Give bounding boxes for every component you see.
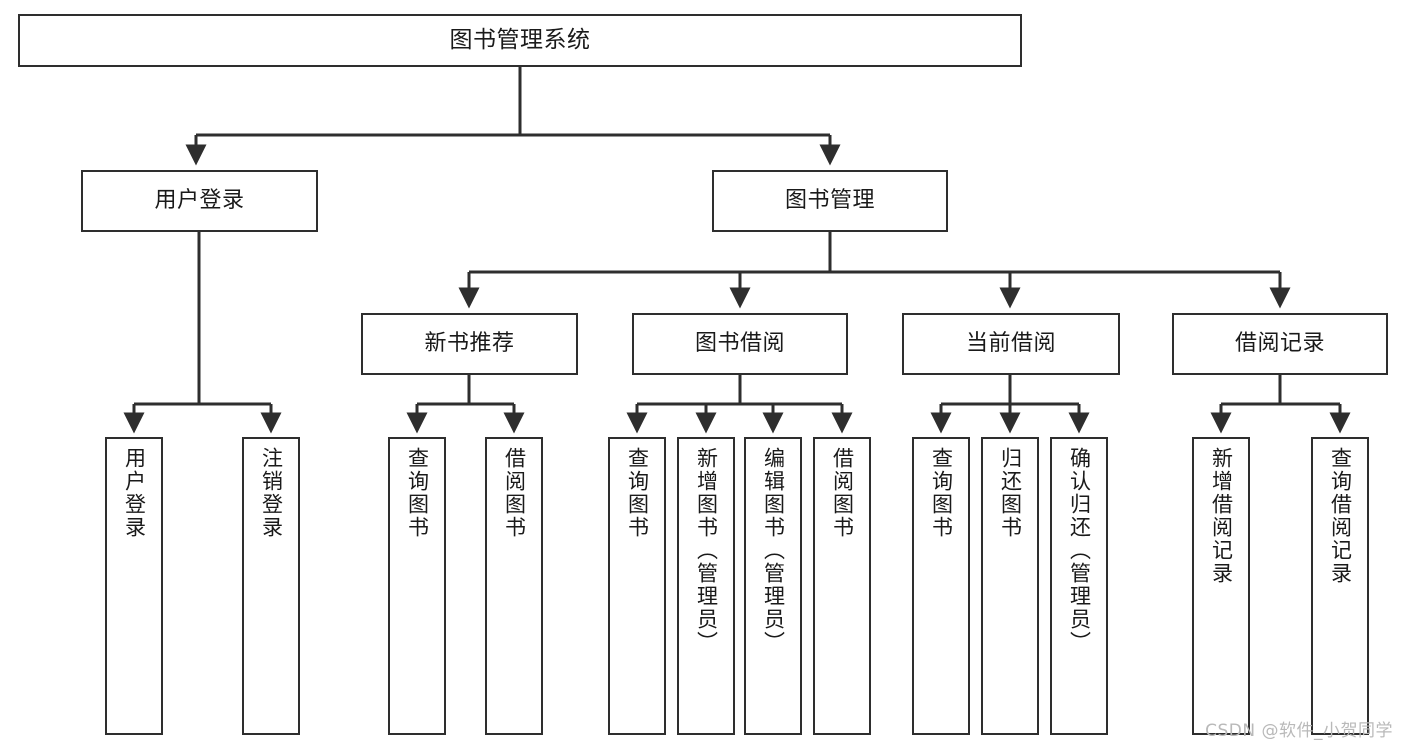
leaf-query-borrow-record[interactable]: 查询借阅记录 <box>1311 437 1369 735</box>
node-book-manage[interactable]: 图书管理 <box>712 170 948 232</box>
node-root-label: 图书管理系统 <box>449 26 591 53</box>
leaf-borrow-book-recommend-label: 借阅图书 <box>502 447 527 539</box>
node-new-book-recommend-label: 新书推荐 <box>424 331 515 357</box>
node-root[interactable]: 图书管理系统 <box>18 14 1022 67</box>
node-user-login[interactable]: 用户登录 <box>81 170 318 232</box>
leaf-query-book-borrow[interactable]: 查询图书 <box>608 437 666 735</box>
leaf-add-book-label: 新增图书（管理员） <box>694 447 719 654</box>
leaf-borrow-book-recommend[interactable]: 借阅图书 <box>485 437 543 735</box>
node-book-borrow[interactable]: 图书借阅 <box>632 313 848 375</box>
leaf-return-book[interactable]: 归还图书 <box>981 437 1039 735</box>
leaf-add-borrow-record[interactable]: 新增借阅记录 <box>1192 437 1250 735</box>
leaf-query-book-current-label: 查询图书 <box>929 447 954 539</box>
node-borrow-record[interactable]: 借阅记录 <box>1172 313 1388 375</box>
node-new-book-recommend[interactable]: 新书推荐 <box>361 313 578 375</box>
node-borrow-record-label: 借阅记录 <box>1234 331 1325 357</box>
leaf-query-borrow-record-label: 查询借阅记录 <box>1328 447 1353 585</box>
node-current-borrow-label: 当前借阅 <box>965 331 1056 357</box>
leaf-add-book[interactable]: 新增图书（管理员） <box>677 437 735 735</box>
leaf-add-borrow-record-label: 新增借阅记录 <box>1209 447 1234 585</box>
leaf-query-book-current[interactable]: 查询图书 <box>912 437 970 735</box>
leaf-logout-login[interactable]: 注销登录 <box>242 437 300 735</box>
node-book-borrow-label: 图书借阅 <box>694 331 785 357</box>
leaf-query-book-recommend[interactable]: 查询图书 <box>388 437 446 735</box>
leaf-user-login[interactable]: 用户登录 <box>105 437 163 735</box>
leaf-borrow-book[interactable]: 借阅图书 <box>813 437 871 735</box>
leaf-user-login-label: 用户登录 <box>122 447 147 539</box>
leaf-return-book-label: 归还图书 <box>998 447 1023 539</box>
csdn-watermark: CSDN @软件_小贺同学 <box>1205 721 1393 741</box>
leaf-confirm-return-label: 确认归还（管理员） <box>1067 447 1092 654</box>
leaf-borrow-book-label: 借阅图书 <box>830 447 855 539</box>
leaf-query-book-borrow-label: 查询图书 <box>625 447 650 539</box>
leaf-logout-login-label: 注销登录 <box>259 447 284 539</box>
leaf-query-book-recommend-label: 查询图书 <box>405 447 430 539</box>
node-book-manage-label: 图书管理 <box>784 188 875 214</box>
node-current-borrow[interactable]: 当前借阅 <box>902 313 1120 375</box>
node-user-login-label: 用户登录 <box>154 188 245 214</box>
leaf-confirm-return[interactable]: 确认归还（管理员） <box>1050 437 1108 735</box>
leaf-edit-book-label: 编辑图书（管理员） <box>761 447 786 654</box>
leaf-edit-book[interactable]: 编辑图书（管理员） <box>744 437 802 735</box>
